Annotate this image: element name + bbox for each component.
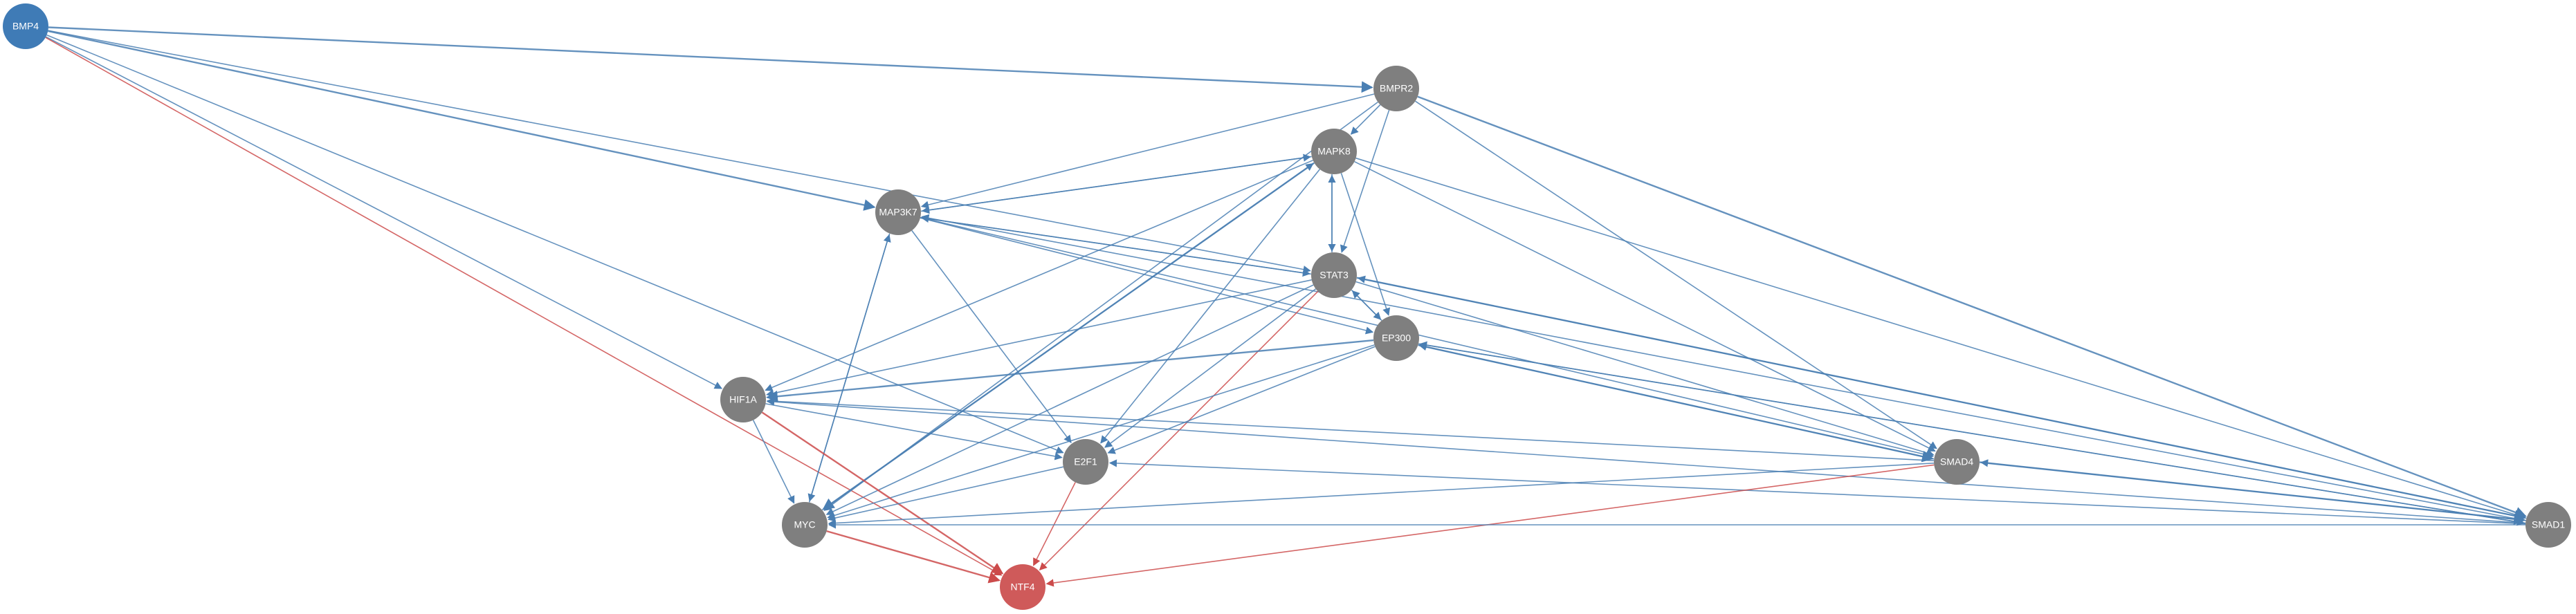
node-label: MAP3K7 — [879, 207, 917, 218]
edge-stat3-to-hif1a[interactable] — [766, 279, 1312, 398]
node-label: HIF1A — [729, 394, 757, 405]
node-label: STAT3 — [1319, 270, 1349, 281]
node-stat3[interactable]: STAT3 — [1311, 252, 1357, 298]
node-circle[interactable] — [782, 502, 828, 548]
node-circle[interactable] — [1373, 315, 1419, 361]
edge-map3k7-to-ep300[interactable] — [920, 217, 1374, 335]
edge-smad1-to-map3k7[interactable] — [921, 214, 2526, 521]
node-map3k7[interactable]: MAP3K7 — [875, 189, 921, 235]
edge-mapk8-to-ep300[interactable] — [1340, 173, 1391, 316]
node-circle[interactable] — [3, 3, 48, 49]
edge-map3k7-to-smad4[interactable] — [920, 216, 1934, 459]
edge-bmpr2-to-stat3[interactable] — [1340, 110, 1390, 253]
edge-ep300-to-hif1a[interactable] — [766, 339, 1374, 402]
node-circle[interactable] — [1311, 252, 1357, 298]
node-ep300[interactable]: EP300 — [1373, 315, 1419, 361]
node-label: BMPR2 — [1380, 83, 1413, 94]
edge-e2f1-to-myc[interactable] — [828, 466, 1063, 522]
edge-bmpr2-to-smad4[interactable] — [1415, 100, 1937, 449]
node-label: SMAD4 — [1940, 456, 1973, 467]
node-circle[interactable] — [1934, 439, 1980, 485]
node-label: EP300 — [1382, 333, 1411, 344]
edge-myc-to-map3k7[interactable] — [808, 234, 891, 503]
node-e2f1[interactable]: E2F1 — [1063, 439, 1108, 485]
node-ntf4[interactable]: NTF4 — [1000, 564, 1045, 610]
edge-stat3-to-map3k7[interactable] — [921, 214, 1312, 275]
edge-mapk8-to-hif1a[interactable] — [765, 160, 1313, 391]
edge-bmp4-to-map3k7[interactable] — [48, 30, 876, 211]
edge-hif1a-to-e2f1[interactable] — [765, 403, 1063, 461]
node-label: E2F1 — [1074, 456, 1097, 467]
edge-stat3-to-e2f1[interactable] — [1104, 288, 1317, 448]
node-label: MAPK8 — [1317, 146, 1351, 157]
edge-map3k7-to-e2f1[interactable] — [911, 230, 1072, 443]
edge-bmpr2-to-myc[interactable] — [823, 101, 1378, 511]
edge-ep300-to-stat3[interactable] — [1351, 290, 1382, 321]
edges-layer — [45, 26, 2527, 587]
node-label: NTF4 — [1011, 582, 1035, 593]
edge-mapk8-to-smad1[interactable] — [1355, 157, 2526, 520]
node-circle[interactable] — [2525, 502, 2571, 548]
node-hif1a[interactable]: HIF1A — [720, 377, 766, 422]
edge-hif1a-to-myc[interactable] — [752, 420, 795, 504]
node-circle[interactable] — [1000, 564, 1045, 610]
edge-stat3-to-myc[interactable] — [825, 284, 1314, 515]
edge-smad1-to-ep300[interactable] — [1418, 341, 2526, 524]
edge-bmpr2-to-map3k7[interactable] — [920, 93, 1375, 209]
edge-smad4-to-myc[interactable] — [828, 463, 1935, 528]
node-smad4[interactable]: SMAD4 — [1934, 439, 1980, 485]
node-smad1[interactable]: SMAD1 — [2525, 502, 2571, 548]
edge-ep300-to-myc[interactable] — [827, 344, 1375, 519]
node-label: SMAD1 — [2532, 519, 2565, 530]
edge-mapk8-to-e2f1[interactable] — [1100, 169, 1321, 444]
edge-bmp4-to-ntf4[interactable] — [45, 37, 1003, 576]
edge-bmpr2-to-smad1[interactable] — [1417, 95, 2527, 519]
edge-smad4-to-hif1a[interactable] — [766, 397, 1935, 462]
edge-e2f1-to-ntf4[interactable] — [1032, 482, 1076, 566]
edge-stat3-to-smad4[interactable] — [1355, 281, 1935, 457]
edge-stat3-to-ntf4[interactable] — [1039, 290, 1319, 570]
edge-smad1-to-stat3[interactable] — [1357, 275, 2527, 519]
node-circle[interactable] — [1373, 66, 1419, 111]
edge-map3k7-to-mapk8[interactable] — [920, 154, 1311, 212]
edge-smad1-to-smad4[interactable] — [1980, 459, 2526, 521]
edge-ep300-to-e2f1[interactable] — [1107, 346, 1376, 454]
node-circle[interactable] — [1311, 129, 1357, 174]
node-bmpr2[interactable]: BMPR2 — [1373, 66, 1419, 111]
edge-smad1-to-e2f1[interactable] — [1108, 459, 2526, 525]
edge-smad1-to-hif1a[interactable] — [766, 398, 2526, 524]
edge-smad4-to-ep300[interactable] — [1418, 343, 1935, 460]
edge-bmpr2-to-mapk8[interactable] — [1350, 104, 1381, 135]
node-bmp4[interactable]: BMP4 — [3, 3, 48, 49]
node-circle[interactable] — [720, 377, 766, 422]
node-label: BMP4 — [12, 21, 39, 32]
node-myc[interactable]: MYC — [782, 502, 828, 548]
node-circle[interactable] — [875, 189, 921, 235]
edge-hif1a-to-ntf4[interactable] — [761, 411, 1004, 575]
edge-bmp4-to-hif1a[interactable] — [45, 36, 722, 389]
edge-bmp4-to-e2f1[interactable] — [46, 34, 1064, 454]
node-circle[interactable] — [1063, 439, 1108, 485]
edge-myc-to-ntf4[interactable] — [826, 530, 1001, 584]
edge-bmp4-to-stat3[interactable] — [48, 30, 1311, 274]
node-mapk8[interactable]: MAPK8 — [1311, 129, 1357, 174]
edge-mapk8-to-smad4[interactable] — [1354, 160, 1936, 452]
edge-bmp4-to-bmpr2[interactable] — [48, 26, 1373, 93]
edge-myc-to-mapk8[interactable] — [821, 163, 1314, 511]
node-label: MYC — [794, 519, 815, 530]
